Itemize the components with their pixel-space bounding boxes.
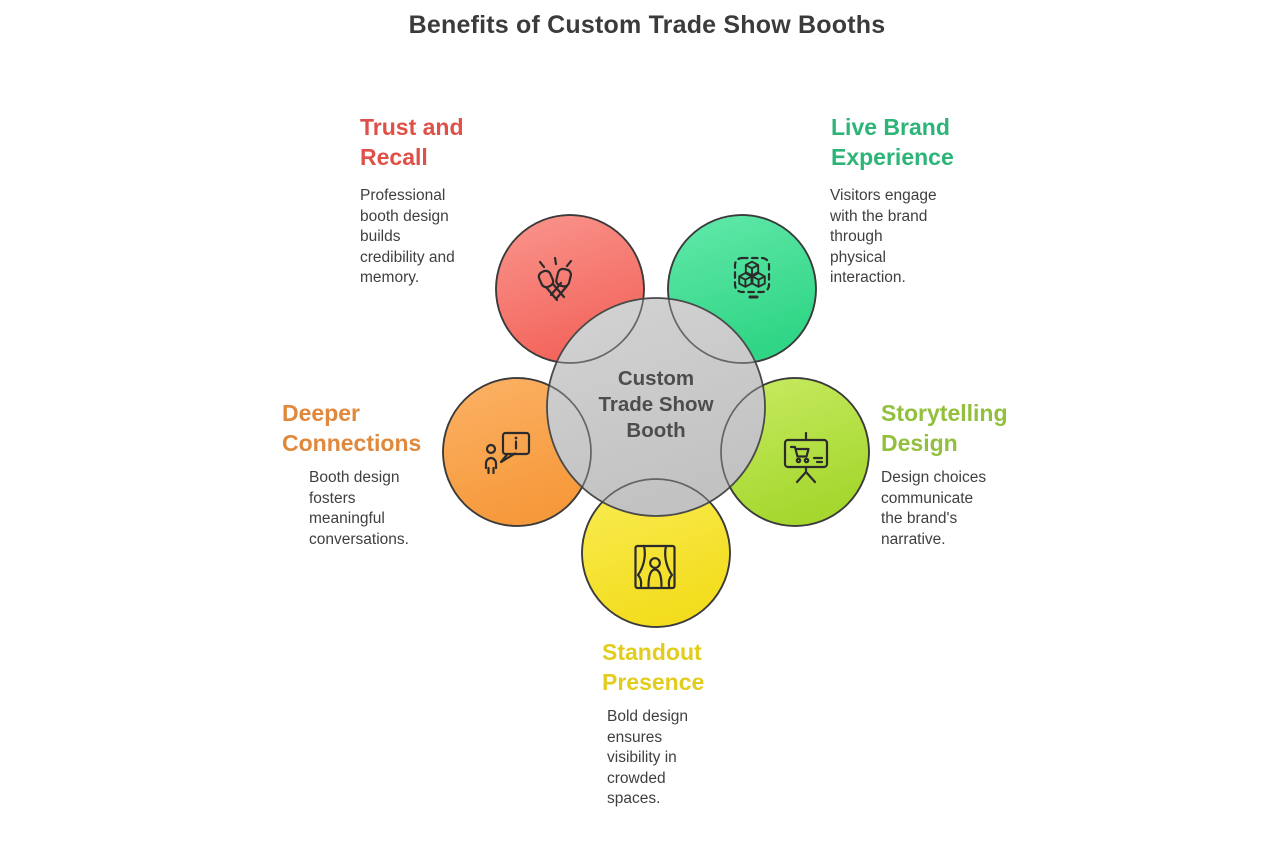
circle-center-booth bbox=[546, 297, 766, 517]
person-info-bubble-icon bbox=[484, 431, 531, 475]
center-label: Custom Trade Show Booth bbox=[598, 367, 714, 442]
stage-curtains-icon bbox=[634, 544, 676, 590]
heading-storytelling-design: Storytelling Design bbox=[881, 400, 1008, 456]
heading-trust-and-recall: Trust and Recall bbox=[360, 114, 464, 170]
fist-bump-icon bbox=[537, 256, 573, 302]
description-deeper-connections: Booth design fosters meaningful conversa… bbox=[309, 469, 409, 548]
presentation-easel-icon bbox=[783, 431, 829, 484]
description-trust-and-recall: Professional booth design builds credibi… bbox=[360, 187, 455, 286]
overlap-arcs bbox=[442, 214, 870, 628]
description-storytelling-design: Design choices communicate the brand's n… bbox=[881, 469, 987, 548]
heading-deeper-connections: Deeper Connections bbox=[282, 400, 422, 456]
heading-standout-presence: Standout Presence bbox=[602, 639, 705, 695]
description-live-brand-experience: Visitors engage with the brand through p… bbox=[830, 187, 937, 286]
heading-live-brand-experience: Live Brand Experience bbox=[831, 114, 954, 170]
description-standout-presence: Bold design ensures visibility in crowde… bbox=[607, 708, 689, 807]
cubes-icon bbox=[733, 256, 771, 299]
page-title: Benefits of Custom Trade Show Booths bbox=[408, 11, 886, 39]
